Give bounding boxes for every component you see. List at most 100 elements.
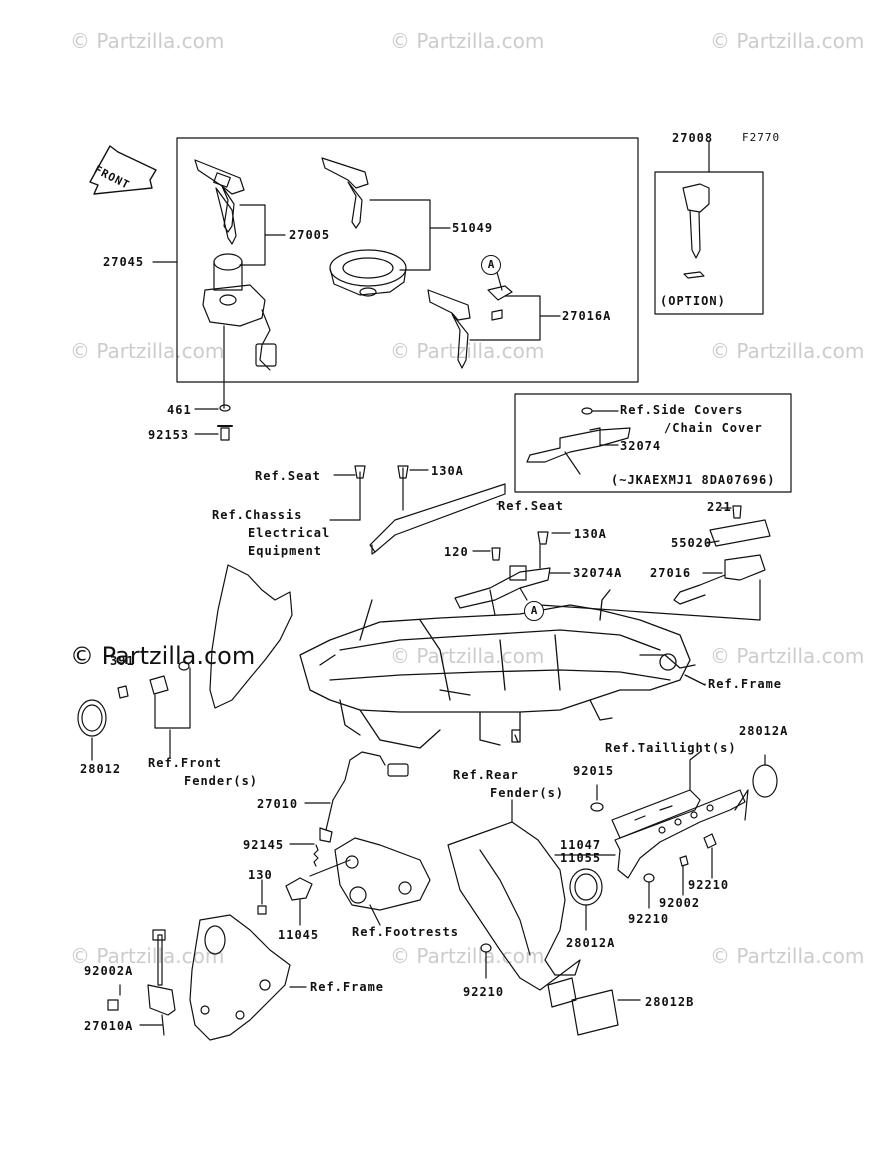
watermark: © Partzilla.com [70,339,225,363]
ref-chassis-electrical[interactable]: Equipment [248,544,323,558]
watermark: © Partzilla.com [390,644,545,668]
watermark: © Partzilla.com [70,29,225,53]
bolt-icon [732,505,742,519]
washer-icon [643,873,655,883]
serial-range: (~JKAEXMJ1 8DA07696) [611,473,776,487]
part-461[interactable]: 461 [167,403,192,417]
ref-footrests[interactable]: Ref.Footrests [352,925,459,939]
part-130a[interactable]: 130A [431,464,464,478]
ref-chassis-electrical[interactable]: Ref.Chassis [212,508,303,522]
bolt-icon [257,905,267,915]
license-bracket-icon [614,789,749,879]
part-92153[interactable]: 92153 [148,428,190,442]
watermark: © Partzilla.com [390,944,545,968]
part-27010a[interactable]: 27010A [84,1019,134,1033]
part-51049[interactable]: 51049 [452,221,494,235]
washer-icon [590,802,604,812]
part-11055[interactable]: 11055 [560,851,602,865]
ref-seat[interactable]: Ref.Seat [498,499,564,513]
bolt-icon [537,531,549,545]
part-32074[interactable]: 32074 [620,439,662,453]
part-391[interactable]: 391 [110,654,135,668]
ref-rear-fender[interactable]: Fender(s) [490,786,565,800]
part-27010[interactable]: 27010 [257,797,299,811]
footrest-bracket-icon [334,837,431,926]
part-27008[interactable]: 27008 [672,131,714,145]
frame-icon [189,914,291,1041]
part-27005[interactable]: 27005 [289,228,331,242]
sidestand-switch-icon [147,929,176,1036]
part-92145[interactable]: 92145 [243,838,285,852]
nut-icon [703,833,717,849]
bracket-icon [285,877,313,901]
speed-sensor-icon [319,751,409,843]
reflector-icon [569,868,603,906]
watermark: © Partzilla.com [70,642,256,670]
part-27045[interactable]: 27045 [103,255,145,269]
bolt-icon [107,999,119,1011]
rectangular-reflector-icon [547,977,619,1036]
ref-taillights[interactable]: Ref.Taillight(s) [605,741,737,755]
part-92210[interactable]: 92210 [628,912,670,926]
washer-icon [219,404,231,412]
ref-chassis-electrical[interactable]: Electrical [248,526,331,540]
helmet-lock-key-icon [427,285,513,369]
option-label: (OPTION) [660,294,726,308]
ref-front-fender[interactable]: Ref.Front [148,756,223,770]
ignition-key-icon [194,159,245,245]
bolt-icon [397,465,409,479]
part-130a[interactable]: 130A [574,527,607,541]
callout-a: A [524,601,544,621]
watermark: © Partzilla.com [710,339,865,363]
ref-frame[interactable]: Ref.Frame [310,980,385,994]
reflector-icon [752,764,778,798]
reflector-icon [77,699,107,737]
ref-rear-fender[interactable]: Ref.Rear [453,768,519,782]
rear-fender-icon [447,799,581,991]
part-11047[interactable]: 11047 [560,838,602,852]
ref-front-fender[interactable]: Fender(s) [184,774,259,788]
part-28012[interactable]: 28012 [80,762,122,776]
optional-key-icon [682,183,710,279]
part-55020[interactable]: 55020 [671,536,713,550]
side-cover-box [514,393,792,493]
washer-icon [480,943,492,953]
ignition-switch-icon [202,253,277,371]
callout-a: A [481,255,501,275]
part-11045[interactable]: 11045 [278,928,320,942]
part-28012a[interactable]: 28012A [566,936,616,950]
nut-icon [117,685,129,699]
bolt-icon [679,855,689,867]
part-92015[interactable]: 92015 [573,764,615,778]
plate-icon [709,519,771,547]
seat-key-icon [321,157,369,229]
part-120[interactable]: 120 [444,545,469,559]
part-92002a[interactable]: 92002A [84,964,134,978]
part-28012a[interactable]: 28012A [739,724,789,738]
spacer-icon [149,661,190,695]
part-92002[interactable]: 92002 [659,896,701,910]
ref-seat[interactable]: Ref.Seat [255,469,321,483]
part-32074a[interactable]: 32074A [573,566,623,580]
bracket-icon [526,407,631,475]
part-28012b[interactable]: 28012B [645,995,695,1009]
part-130[interactable]: 130 [248,868,273,882]
part-92210[interactable]: 92210 [463,985,505,999]
ref-chain-cover[interactable]: /Chain Cover [664,421,763,435]
part-92210[interactable]: 92210 [688,878,730,892]
front-arrow-icon [89,145,157,195]
ref-frame[interactable]: Ref.Frame [708,677,783,691]
watermark: © Partzilla.com [390,29,545,53]
ref-side-covers[interactable]: Ref.Side Covers [620,403,744,417]
fuel-cap-icon [329,249,407,297]
watermark: © Partzilla.com [710,29,865,53]
ignition-set-box [176,137,639,383]
helmet-lock-icon [673,554,766,605]
bolt-icon [491,547,501,561]
part-27016[interactable]: 27016 [650,566,692,580]
diagram-code: F2770 [742,131,781,144]
part-27016a[interactable]: 27016A [562,309,612,323]
frame-icon [299,589,706,749]
part-221[interactable]: 221 [707,500,732,514]
